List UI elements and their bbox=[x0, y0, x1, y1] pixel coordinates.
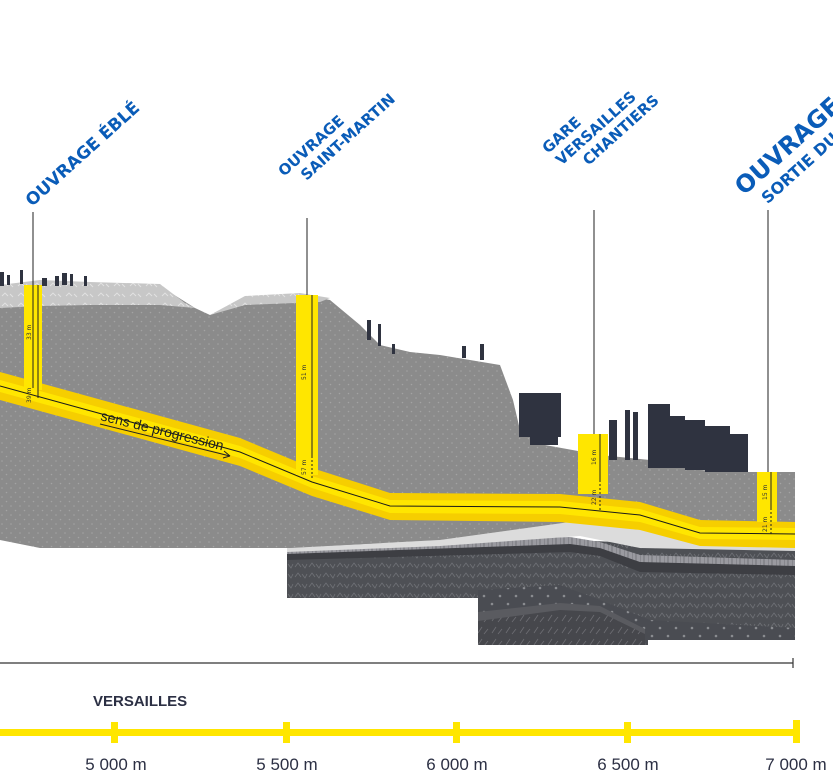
shaft-sortie: 15 m 21 m bbox=[757, 472, 777, 536]
scale-tick-6500: 6 500 m bbox=[597, 755, 658, 774]
deep-geology bbox=[287, 522, 795, 645]
leader-lines bbox=[32, 210, 769, 472]
sortie-depth-top: 15 m bbox=[762, 484, 769, 500]
station-title-versailles: GARE VERSAILLES CHANTIERS bbox=[539, 88, 663, 169]
tunnel-band bbox=[0, 372, 796, 548]
shaft-versailles-chantiers: 16 m 22 m bbox=[578, 434, 608, 510]
town-label: VERSAILLES bbox=[93, 693, 187, 710]
station-title-eble: OUVRAGE ÉBLÉ bbox=[21, 97, 144, 211]
versailles-depth-top: 16 m bbox=[591, 449, 598, 465]
scale-tick-7000: 7 000 m bbox=[765, 755, 826, 774]
surface-fill bbox=[0, 280, 195, 308]
scale-tick-6000: 6 000 m bbox=[426, 755, 487, 774]
saint-martin-depth-bottom: 57 m bbox=[301, 459, 308, 475]
eble-depth-bottom: 39 m bbox=[26, 387, 33, 403]
eble-depth-top: 33 m bbox=[26, 324, 33, 340]
scale-tick-5000: 5 000 m bbox=[85, 755, 146, 774]
city-skyline bbox=[0, 270, 748, 472]
sortie-depth-bottom: 21 m bbox=[762, 516, 769, 532]
shaft-eble: 33 m 39 m bbox=[24, 285, 42, 403]
station-title-sortie: OUVRAGE SORTIE DU bbox=[729, 92, 833, 208]
shaft-saint-martin: 51 m 57 m bbox=[296, 295, 318, 480]
scale-tick-5500: 5 500 m bbox=[256, 755, 317, 774]
distance-scale bbox=[0, 720, 800, 743]
versailles-depth-bottom: 22 m bbox=[591, 489, 598, 505]
saint-martin-depth-top: 51 m bbox=[301, 364, 308, 380]
svg-text:OUVRAGE ÉBLÉ: OUVRAGE ÉBLÉ bbox=[21, 97, 144, 211]
station-title-saint-martin: OUVRAGE SAINT-MARTIN bbox=[275, 90, 399, 184]
